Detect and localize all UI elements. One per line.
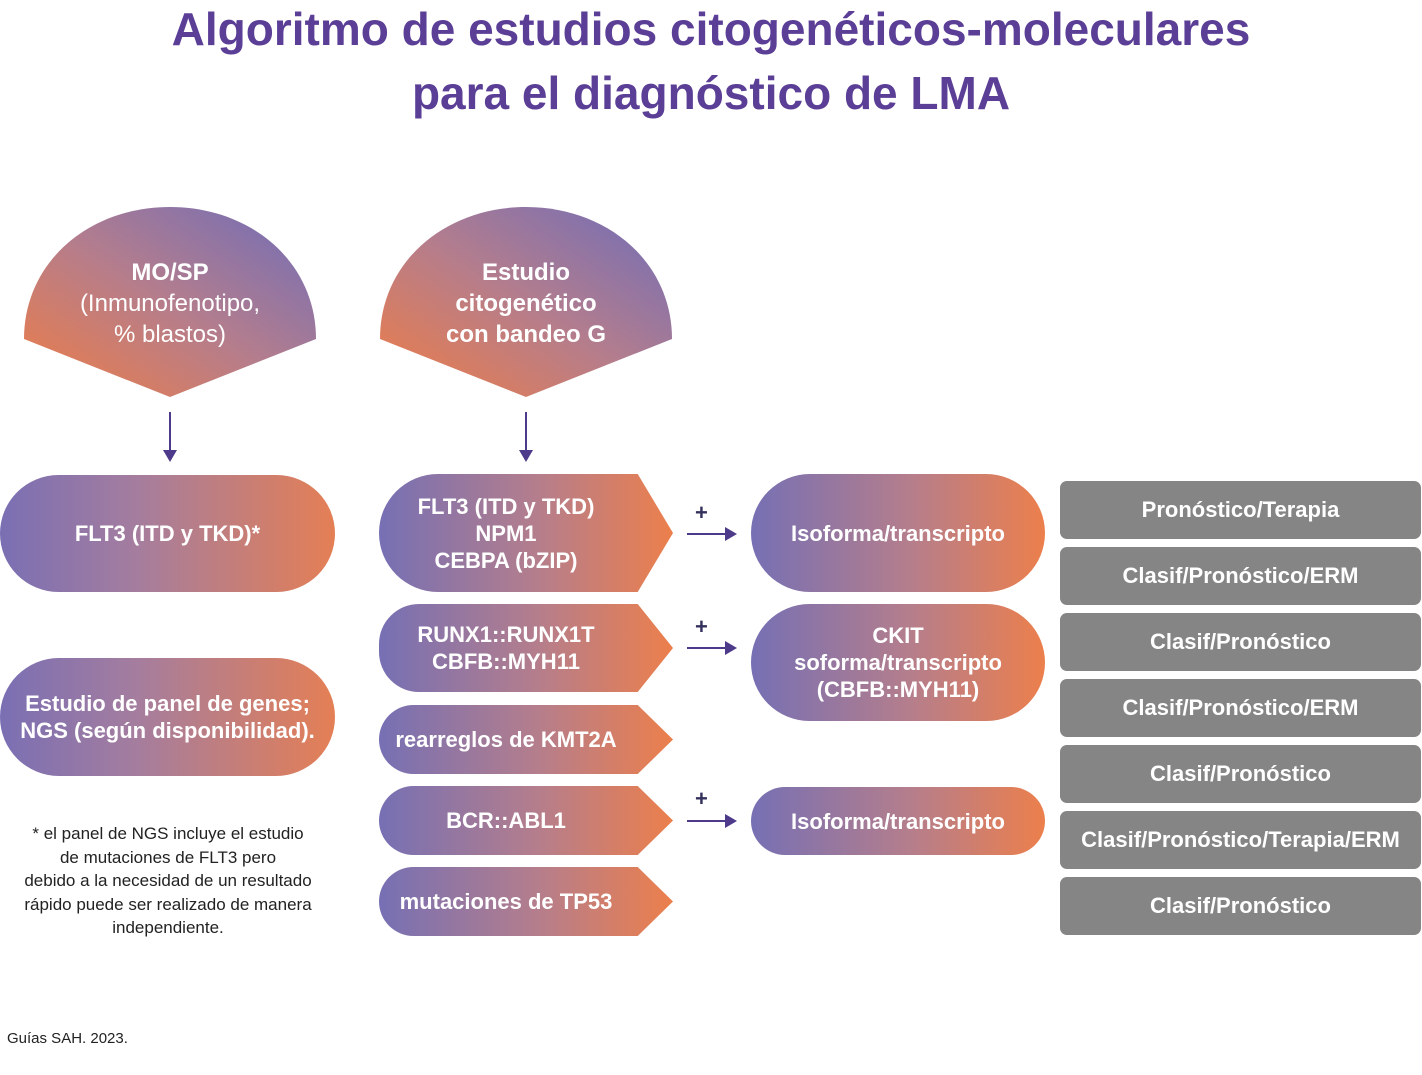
outcome-box: Pronóstico/Terapia (1060, 481, 1421, 539)
cytogenetic-fan: Estudio citogenético con bandeo G (380, 207, 672, 397)
tag-line: BCR::ABL1 (446, 808, 566, 833)
tag-line: FLT3 (ITD y TKD) (417, 493, 595, 519)
right-arrow (687, 641, 737, 655)
tag-line: mutaciones de TP53 (399, 889, 613, 914)
tag-line: rearreglos de KMT2A (395, 727, 617, 752)
right-arrow (687, 527, 737, 541)
sample-fan: MO/SP (Inmunofenotipo, % blastos) (24, 207, 316, 397)
tag-kmt2a: rearreglos de KMT2A (379, 705, 673, 774)
plus-sign: + (695, 786, 708, 811)
tag-flt3-npm1-cebpa: FLT3 (ITD y TKD) NPM1 CEBPA (bZIP) (379, 474, 673, 592)
tag-line: CEBPA (bZIP) (434, 547, 578, 573)
ckit-line-2: soforma/transcripto (794, 650, 1002, 675)
down-arrow-mid (519, 412, 533, 462)
fan-cyto-line-2: citogenético (455, 290, 597, 317)
tag-bcr-abl1: BCR::ABL1 (379, 786, 673, 855)
isoform-label: Isoforma/transcripto (791, 808, 1005, 834)
isoform-pill-2: Isoforma/transcripto (751, 787, 1045, 855)
ckit-line-3: (CBFB::MYH11) (816, 677, 980, 702)
fan-sample-line-2: (Inmunofenotipo, (79, 290, 261, 317)
outcome-box: Clasif/Pronóstico (1060, 745, 1421, 803)
ckit-isoform-pill: CKIT soforma/transcripto (CBFB::MYH11) (751, 604, 1045, 721)
down-arrow-left (163, 412, 177, 462)
ngs-footnote: * el panel de NGS incluye el estudio de … (0, 822, 336, 940)
ngs-line-1: Estudio de panel de genes; (25, 691, 310, 716)
fan-shape (380, 207, 672, 397)
fan-sample-line-3: % blastos) (113, 321, 227, 348)
title-line-2: para el diagnóstico de LMA (411, 67, 1011, 119)
note-line: de mutaciones de FLT3 pero (59, 847, 277, 867)
source-citation: Guías SAH. 2023. (7, 1030, 128, 1047)
isoform-pill-1: Isoforma/transcripto (751, 474, 1045, 592)
fan-shape (24, 207, 316, 397)
ckit-line-1: CKIT (872, 623, 924, 648)
outcome-box: Clasif/Pronóstico/ERM (1060, 679, 1421, 737)
ngs-line-2: NGS (según disponibilidad). (20, 718, 315, 743)
ngs-panel-pill: Estudio de panel de genes; NGS (según di… (0, 658, 335, 776)
outcome-box: Clasif/Pronóstico/ERM (1060, 547, 1421, 605)
outcome-box: Clasif/Pronóstico/Terapia/ERM (1060, 811, 1421, 869)
right-arrow (687, 814, 737, 828)
fan-cyto-line-1: Estudio (482, 259, 570, 286)
plus-sign: + (695, 614, 708, 639)
note-line: * el panel de NGS incluye el estudio (32, 824, 304, 843)
tag-line: RUNX1::RUNX1T (417, 622, 595, 647)
fan-sample-title: MO/SP (131, 259, 209, 286)
outcome-box: Clasif/Pronóstico (1060, 877, 1421, 935)
tag-runx1-cbfb: RUNX1::RUNX1T CBFB::MYH11 (379, 604, 673, 692)
outcome-box: Clasif/Pronóstico (1060, 613, 1421, 671)
tag-tp53: mutaciones de TP53 (379, 867, 673, 936)
note-line: rápido puede ser realizado de manera (24, 894, 312, 914)
isoform-label: Isoforma/transcripto (791, 520, 1005, 546)
tag-line: NPM1 (475, 520, 537, 546)
note-line: debido a la necesidad de un resultado (24, 871, 312, 890)
title-line-1: Algoritmo de estudios citogenéticos-mole… (171, 3, 1251, 55)
plus-sign: + (695, 500, 708, 525)
note-line: independiente. (112, 918, 224, 937)
flt3-pill-label: FLT3 (ITD y TKD)* (74, 521, 261, 546)
fan-cyto-line-3: con bandeo G (445, 321, 606, 348)
flt3-pill: FLT3 (ITD y TKD)* (0, 475, 335, 592)
tag-line: CBFB::MYH11 (432, 649, 580, 674)
